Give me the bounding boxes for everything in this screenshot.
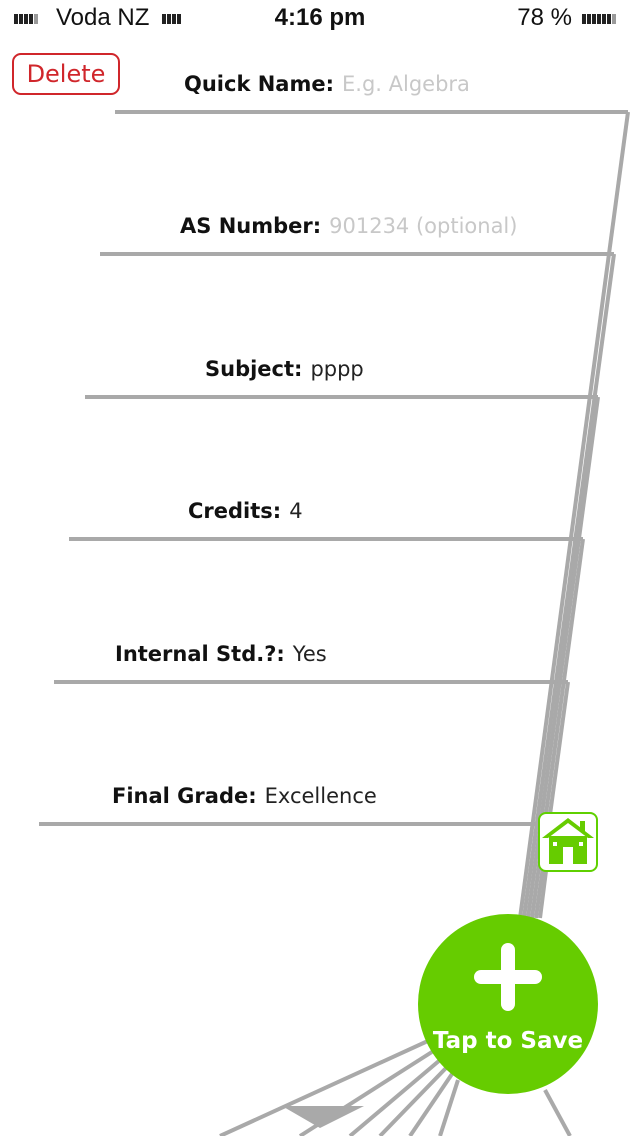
field-label: Quick Name:	[184, 72, 334, 96]
final-grade-input[interactable]: Excellence	[264, 784, 377, 808]
fan-line	[348, 1058, 442, 1136]
field-as-number[interactable]: AS Number: 901234 (optional)	[180, 206, 517, 246]
home-icon	[542, 818, 594, 864]
field-label: Credits:	[188, 499, 282, 523]
fan-line	[408, 1072, 454, 1136]
subject-input[interactable]: pppp	[310, 357, 364, 381]
fan-line	[518, 111, 630, 919]
field-quick-name[interactable]: Quick Name: E.g. Algebra	[184, 64, 470, 104]
wifi-icon	[162, 14, 181, 26]
plus-icon	[474, 943, 542, 1011]
fan-line	[219, 1038, 431, 1136]
quick-name-input[interactable]: E.g. Algebra	[342, 72, 470, 96]
fan-line	[534, 681, 570, 919]
as-number-input[interactable]: 901234 (optional)	[329, 214, 518, 238]
fan-line	[378, 1066, 448, 1136]
fan-line	[522, 253, 616, 919]
status-bar: Voda NZ 4:16 pm 78 %	[0, 0, 640, 40]
field-label: Internal Std.?:	[115, 642, 285, 666]
field-final-grade[interactable]: Final Grade: Excellence	[112, 776, 377, 816]
fan-shade	[282, 1106, 364, 1128]
carrier-name: Voda NZ	[56, 4, 150, 31]
field-credits[interactable]: Credits: 4	[188, 491, 303, 531]
delete-button[interactable]: Delete	[12, 53, 120, 95]
field-subject[interactable]: Subject: pppp	[205, 349, 364, 389]
field-label: Subject:	[205, 357, 303, 381]
signal-strength-icon	[14, 14, 38, 26]
field-label: AS Number:	[180, 214, 322, 238]
battery-percent: 78 %	[517, 4, 572, 31]
clock: 4:16 pm	[274, 4, 366, 31]
battery-icon	[582, 14, 616, 26]
internal-standard-input[interactable]: Yes	[292, 642, 327, 666]
fan-line	[438, 1079, 460, 1136]
fan-line	[543, 1089, 572, 1136]
save-button[interactable]: Tap to Save	[418, 914, 598, 1094]
save-label: Tap to Save	[432, 1028, 584, 1054]
field-label: Final Grade:	[112, 784, 257, 808]
field-internal-standard[interactable]: Internal Std.?: Yes	[115, 634, 327, 674]
home-button[interactable]	[538, 812, 598, 872]
credits-input[interactable]: 4	[289, 499, 303, 523]
